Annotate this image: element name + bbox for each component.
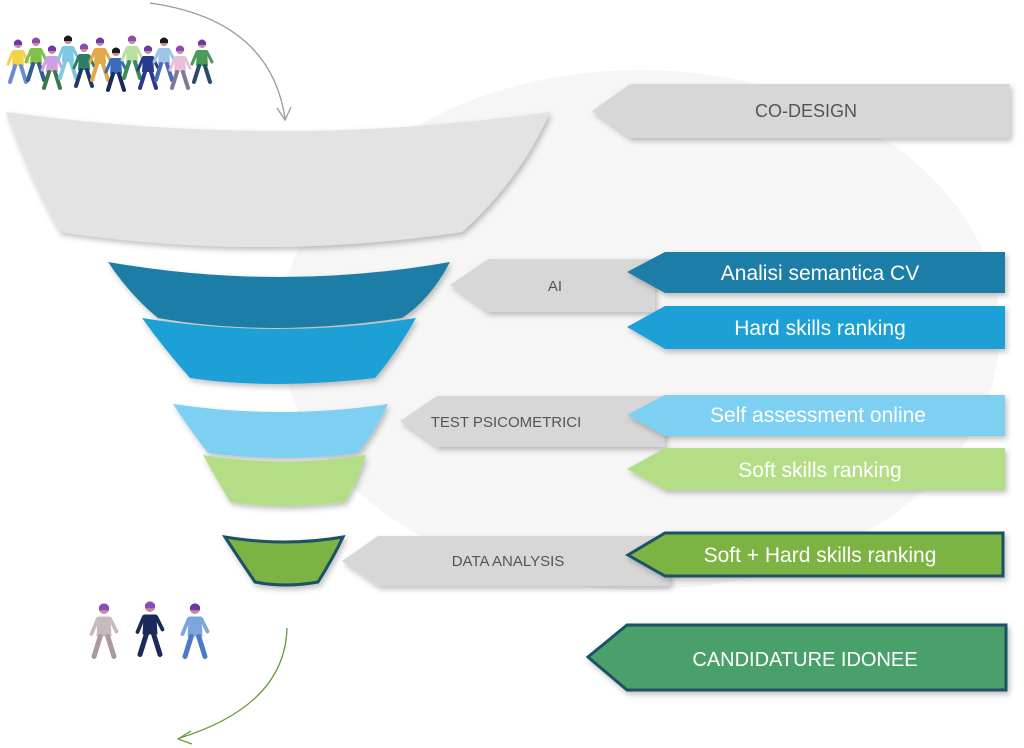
arrow-out-head-icon [176,730,193,745]
walking-person-icon [190,39,214,84]
result-label: CANDIDATURE IDONEE [692,649,917,671]
stage-label-ai: AI [548,278,562,295]
walking-people-selected-icon [89,601,210,659]
walking-person-icon [168,45,192,90]
step-label-combined-ranking: Soft + Hard skills ranking [704,544,937,567]
curved-arrow-down-icon [149,2,286,119]
walking-person-icon [135,601,165,657]
arrow-head-icon [276,106,292,122]
walking-person-icon [136,45,160,90]
stage-arrow-ai [450,259,655,312]
walking-person-icon [40,45,64,90]
walking-person-icon [56,35,80,80]
step-label-self-assessment: Self assessment online [710,404,926,427]
stage-arrow-test [400,396,665,447]
step-arrow-semantic-cv [627,252,1005,293]
step-label-soft-skills: Soft skills ranking [738,459,901,482]
walking-people-crowd-icon [6,35,214,92]
step-label-semantic-cv: Analisi semantica CV [721,262,919,285]
step-arrow-combined-ranking [625,531,1005,578]
walking-person-icon [152,37,176,82]
walking-person-icon [88,37,112,82]
result-arrow [585,623,1008,692]
funnel-band-semantic-cv [108,262,450,328]
stage-label-codesign: CO-DESIGN [755,101,857,121]
funnel-band-self-assessment [173,404,388,458]
step-arrow-self-assessment [627,395,1005,436]
step-label-hard-skills: Hard skills ranking [734,317,906,340]
stage-label-data: DATA ANALYSIS [452,553,565,570]
stage-arrow-codesign [592,84,1010,138]
step-arrow-soft-skills [627,448,1005,490]
walking-person-icon [6,39,30,84]
funnel-band-hard-skills [142,318,416,384]
funnel-band-codesign [6,112,550,247]
walking-person-icon [104,47,128,92]
walking-person-icon [180,603,210,659]
step-arrow-hard-skills [627,306,1005,349]
curved-arrow-out-icon [179,627,288,739]
funnel-band-soft-skills [203,455,366,506]
walking-person-icon [24,37,48,82]
walking-person-icon [89,603,119,659]
stage-label-test: TEST PSICOMETRICI [431,414,582,431]
walking-person-icon [72,43,96,88]
stage-arrow-data [342,536,670,586]
walking-person-icon [120,35,144,80]
funnel-band-final [221,534,346,587]
